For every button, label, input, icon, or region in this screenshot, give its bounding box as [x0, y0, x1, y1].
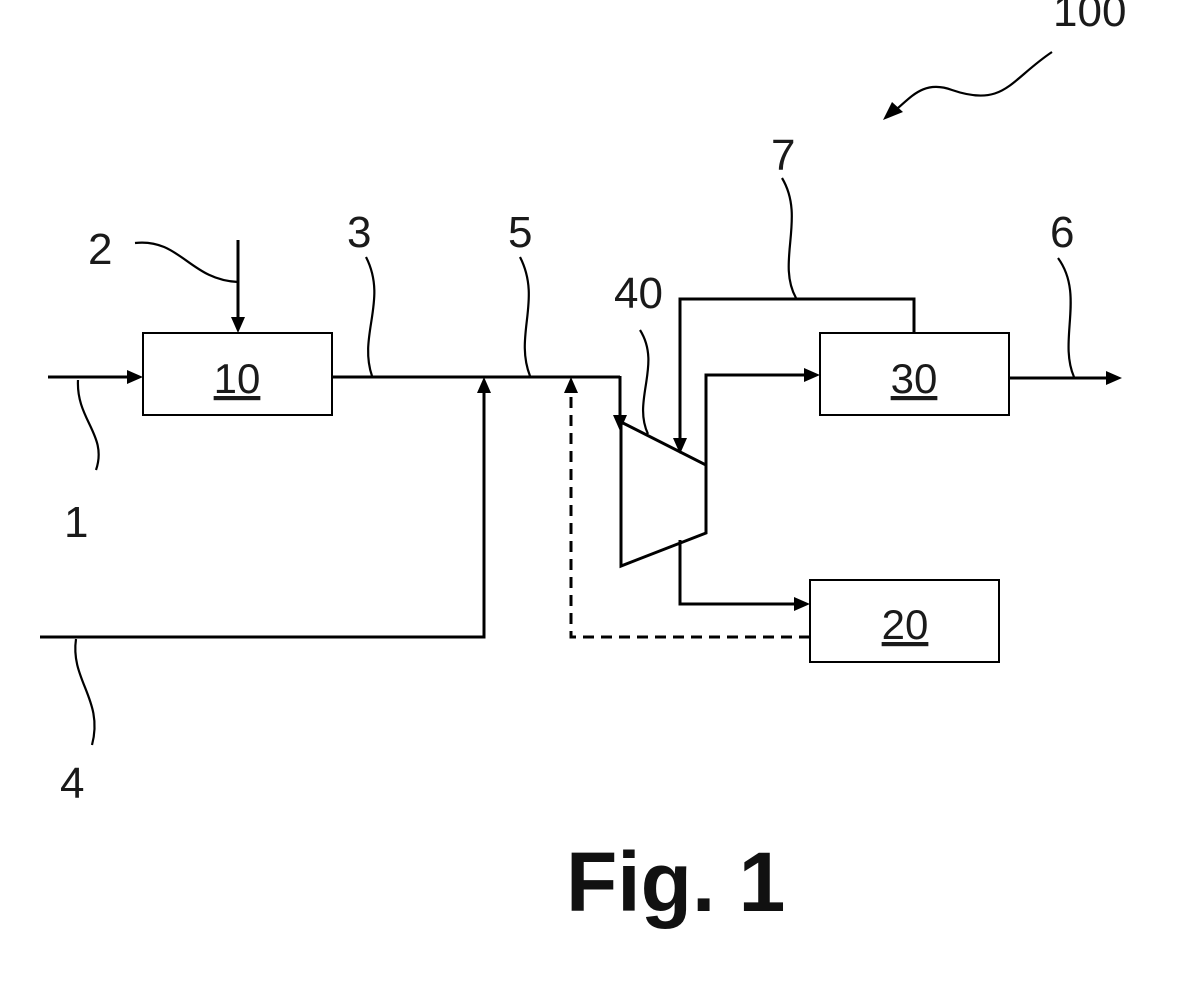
label-unit-20: 20 [882, 601, 929, 648]
label-stream-4: 4 [60, 759, 84, 808]
label-system-100: 100 [1053, 0, 1126, 36]
line-40-to-30 [706, 375, 806, 466]
leader-4 [75, 639, 94, 745]
stream-7-arrowhead [673, 438, 687, 454]
stream-1-arrowhead [127, 370, 143, 384]
recycle-dashed-line [571, 392, 810, 637]
leader-5 [520, 257, 530, 376]
line-40-to-20 [680, 540, 796, 604]
leader-6 [1058, 258, 1074, 377]
label-stream-2: 2 [88, 225, 112, 274]
label-unit-10: 10 [214, 355, 261, 402]
leader-7 [782, 178, 796, 298]
label-stream-5: 5 [508, 208, 532, 257]
recycle-arrowhead [564, 377, 578, 393]
arrowhead-to-20 [794, 597, 810, 611]
unit-40-expander [621, 422, 706, 566]
leader-2 [135, 243, 238, 282]
leader-40 [640, 330, 648, 434]
leader-100-arrowhead [883, 102, 903, 120]
label-stream-1: 1 [64, 498, 88, 547]
stream-2-arrowhead [231, 317, 245, 333]
stream-6-arrowhead [1106, 371, 1122, 385]
leader-1 [78, 380, 99, 470]
figure-caption: Fig. 1 [566, 835, 785, 929]
arrowhead-to-30 [804, 368, 820, 382]
leader-100 [898, 52, 1052, 108]
stream-4-arrowhead [477, 377, 491, 393]
leader-3 [366, 257, 374, 376]
label-unit-30: 30 [891, 355, 938, 402]
stream-4-line [40, 390, 484, 637]
label-stream-3: 3 [347, 208, 371, 257]
label-unit-40: 40 [614, 269, 663, 318]
label-stream-7: 7 [771, 131, 795, 180]
label-stream-6: 6 [1050, 208, 1074, 257]
